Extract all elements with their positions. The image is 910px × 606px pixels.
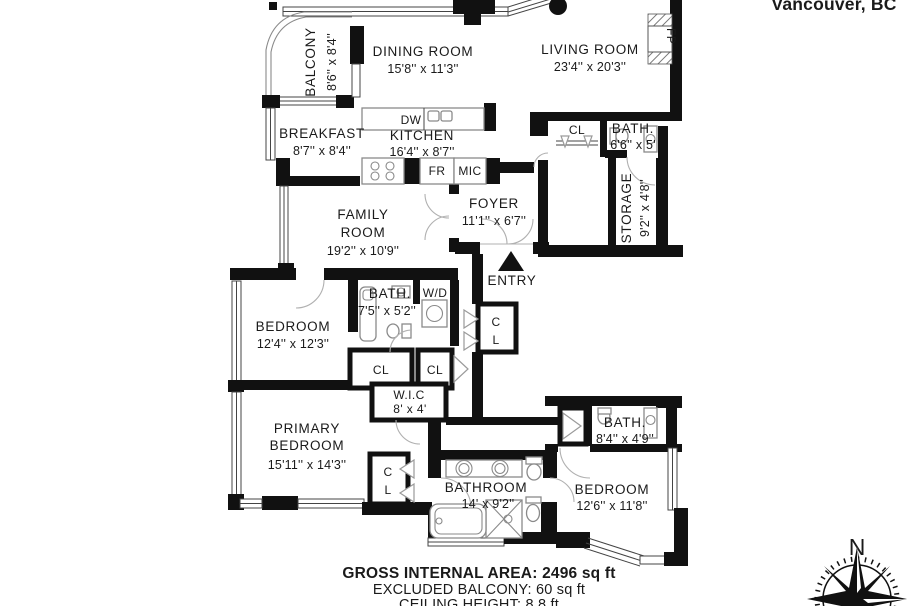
microwave-label: MIC bbox=[458, 164, 481, 178]
fridge-label: FR bbox=[429, 164, 446, 178]
bed1-closet-a-label: CL bbox=[373, 363, 389, 377]
bedroom1-label: BEDROOM bbox=[256, 319, 331, 334]
compass-rose: N bbox=[807, 534, 907, 606]
breakfast-dims: 8'7'' x 8'4'' bbox=[293, 144, 351, 158]
primary-closet-c: C bbox=[383, 465, 392, 479]
bedroom2-label: BEDROOM bbox=[575, 482, 650, 497]
primary-dims: 15'11'' x 14'3'' bbox=[268, 458, 346, 472]
bedroom2-dims: 12'6'' x 11'8'' bbox=[576, 499, 647, 513]
breakfast-label: BREAKFAST bbox=[279, 126, 365, 141]
bathroom-label: BATHROOM bbox=[445, 480, 528, 495]
bath1-label: BATH. bbox=[612, 121, 654, 136]
living-dims: 23'4'' x 20'3'' bbox=[554, 60, 626, 74]
family-dims: 19'2'' x 10'9'' bbox=[327, 244, 399, 258]
foyer-dims: 11'1'' x 6'7'' bbox=[462, 214, 526, 228]
bath2-label: BATH. bbox=[369, 286, 411, 301]
ceiling-height-text: CEILING HEIGHT: 8.8 ft bbox=[399, 597, 559, 606]
kitchen-label: KITCHEN bbox=[390, 128, 454, 143]
bath1-dims: 6'6'' x 5' bbox=[610, 138, 656, 152]
primary-label-1: PRIMARY bbox=[274, 421, 340, 436]
foyer-label: FOYER bbox=[469, 196, 519, 211]
dishwasher-label: DW bbox=[401, 113, 422, 127]
bath3-dims: 8'4'' x 4'9'' bbox=[596, 432, 654, 446]
wic-dims: 8' x 4' bbox=[393, 402, 426, 416]
entry-label: ENTRY bbox=[487, 273, 536, 288]
bathroom-dims: 14' x 9'2'' bbox=[462, 497, 515, 511]
hall-closet-label: CL bbox=[569, 123, 585, 137]
primary-label-2: BEDROOM bbox=[270, 438, 345, 453]
bedroom1-dims: 12'4'' x 12'3'' bbox=[257, 337, 329, 351]
fireplace bbox=[647, 13, 673, 65]
bath3-label: BATH. bbox=[604, 415, 646, 430]
excluded-balcony-text: EXCLUDED BALCONY: 60 sq ft bbox=[373, 582, 585, 598]
gross-area-text: GROSS INTERNAL AREA: 2496 sq ft bbox=[342, 565, 615, 582]
living-label: LIVING ROOM bbox=[541, 42, 639, 57]
balcony-label: BALCONY bbox=[303, 27, 318, 96]
bed1-closet-b-label: CL bbox=[427, 363, 443, 377]
washer-dryer-label: W/D bbox=[423, 286, 448, 300]
family-label-1: FAMILY bbox=[337, 207, 388, 222]
room-labels: Vancouver, BC BALCONY 8'6'' x 8'4'' DINI… bbox=[256, 0, 897, 513]
kitchen-dims: 16'4'' x 8'7'' bbox=[389, 145, 454, 159]
bath-fixtures bbox=[359, 125, 658, 539]
closets bbox=[347, 135, 598, 507]
location-label: Vancouver, BC bbox=[771, 0, 896, 14]
entry-closet-l: L bbox=[492, 333, 499, 347]
balcony-dims: 8'6'' x 8'4'' bbox=[325, 33, 339, 91]
fireplace-label: FP bbox=[664, 28, 678, 44]
footer: GROSS INTERNAL AREA: 2496 sq ft EXCLUDED… bbox=[342, 565, 615, 606]
walls bbox=[228, 0, 688, 567]
storage-label: STORAGE bbox=[619, 173, 634, 244]
entry-closet-c: C bbox=[491, 315, 500, 329]
wic-label: W.I.C bbox=[393, 388, 424, 402]
dining-dims: 15'8'' x 11'3'' bbox=[387, 62, 458, 76]
primary-closet-l: L bbox=[384, 483, 391, 497]
dining-label: DINING ROOM bbox=[373, 44, 474, 59]
storage-dims: 9'2'' x 4'8'' bbox=[638, 179, 652, 237]
entry-arrow bbox=[498, 251, 524, 271]
door-arcs bbox=[295, 152, 656, 509]
family-label-2: ROOM bbox=[341, 225, 386, 240]
kitchen-counters bbox=[361, 107, 487, 185]
bath2-dims: 7'5'' x 5'2'' bbox=[358, 304, 416, 318]
